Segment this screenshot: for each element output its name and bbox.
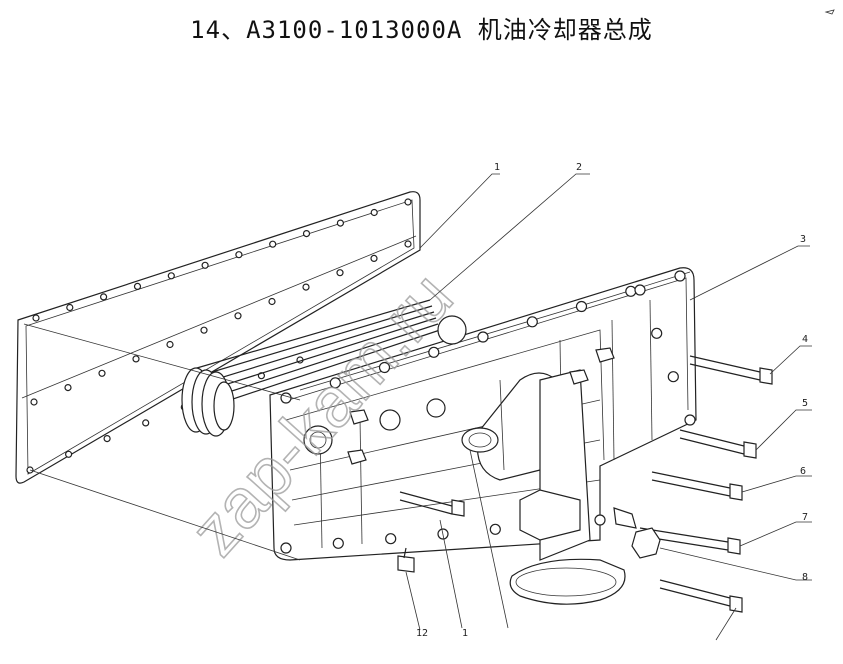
bolt-hole (302, 230, 311, 238)
bolt-hole (99, 293, 108, 301)
nuts (347, 347, 615, 465)
cooler-core (181, 299, 441, 437)
bolt-hole (133, 282, 142, 290)
bolt-4 (689, 355, 773, 385)
bolt-hole (684, 414, 696, 426)
bolt-hole (378, 361, 391, 374)
bolt-hole (98, 369, 106, 377)
bolt-hole (269, 240, 277, 248)
callout-8: 8 (802, 572, 808, 583)
bolt-hole (66, 303, 74, 312)
bolt-hole (142, 419, 150, 427)
leader-lines (23, 173, 812, 641)
bolt-hole (329, 377, 341, 389)
fitting-8 (613, 507, 661, 559)
bolt-hole (575, 300, 588, 313)
bolt-6 (651, 471, 743, 501)
oil-filter-seat (509, 558, 626, 605)
callout-6: 6 (800, 466, 806, 477)
bolt-hole (674, 270, 686, 282)
bolt-hole (385, 533, 397, 545)
bolt-hole (132, 355, 140, 363)
callout-1-bottom: 1 (462, 628, 468, 639)
bolt-hole (404, 240, 412, 248)
bolt-5 (679, 429, 757, 459)
gasket-plate (15, 191, 421, 484)
bolt-hole (477, 331, 489, 343)
bolt-hole (370, 208, 378, 217)
bolt-hole (370, 254, 378, 262)
bolt-hole (667, 371, 679, 383)
bolt-hole (651, 327, 663, 339)
bolt-hole (268, 297, 276, 306)
bolt-hole (235, 251, 243, 259)
bolt-hole (64, 450, 73, 458)
bolt-hole (404, 198, 412, 206)
bolt-hole (30, 398, 38, 406)
callout-1: 1 (494, 162, 500, 173)
bolt-hole (489, 523, 501, 535)
bolt-hole (332, 537, 344, 549)
corner-mark-icon (824, 9, 835, 15)
callout-4: 4 (802, 334, 808, 345)
bolt-hole (166, 340, 174, 349)
plug-boss (303, 425, 333, 455)
bolt-hole (280, 542, 292, 554)
bolt-hole (103, 435, 111, 443)
callout-5: 5 (802, 398, 808, 409)
bolt-hole (526, 316, 538, 328)
bolt-long (659, 579, 743, 613)
bolt-front (399, 491, 465, 517)
bolt-hole (64, 384, 72, 392)
bolt-hole (594, 514, 606, 526)
bolt-hole (167, 272, 175, 280)
callout-7: 7 (802, 512, 808, 523)
callout-2: 2 (576, 162, 582, 173)
callout-12: 12 (416, 628, 428, 639)
bolt-hole (200, 326, 208, 334)
bolt-hole (32, 314, 40, 322)
bolt-hole (634, 284, 646, 296)
bolt-hole (302, 283, 310, 291)
callouts: 1 2 3 4 5 6 7 8 12 1 (416, 162, 808, 639)
outlet-elbow (461, 369, 626, 605)
bolt-hole (234, 312, 242, 320)
bolt-hole (201, 261, 209, 269)
drawing-title: 14、A3100-1013000A 机油冷却器总成 (190, 16, 653, 44)
bolt-hole (336, 219, 344, 227)
bolt-hole (336, 269, 344, 277)
callout-3: 3 (800, 234, 806, 245)
bolt-hole (428, 346, 440, 358)
bolt-hole (625, 285, 637, 297)
bolt-12 (397, 547, 415, 573)
